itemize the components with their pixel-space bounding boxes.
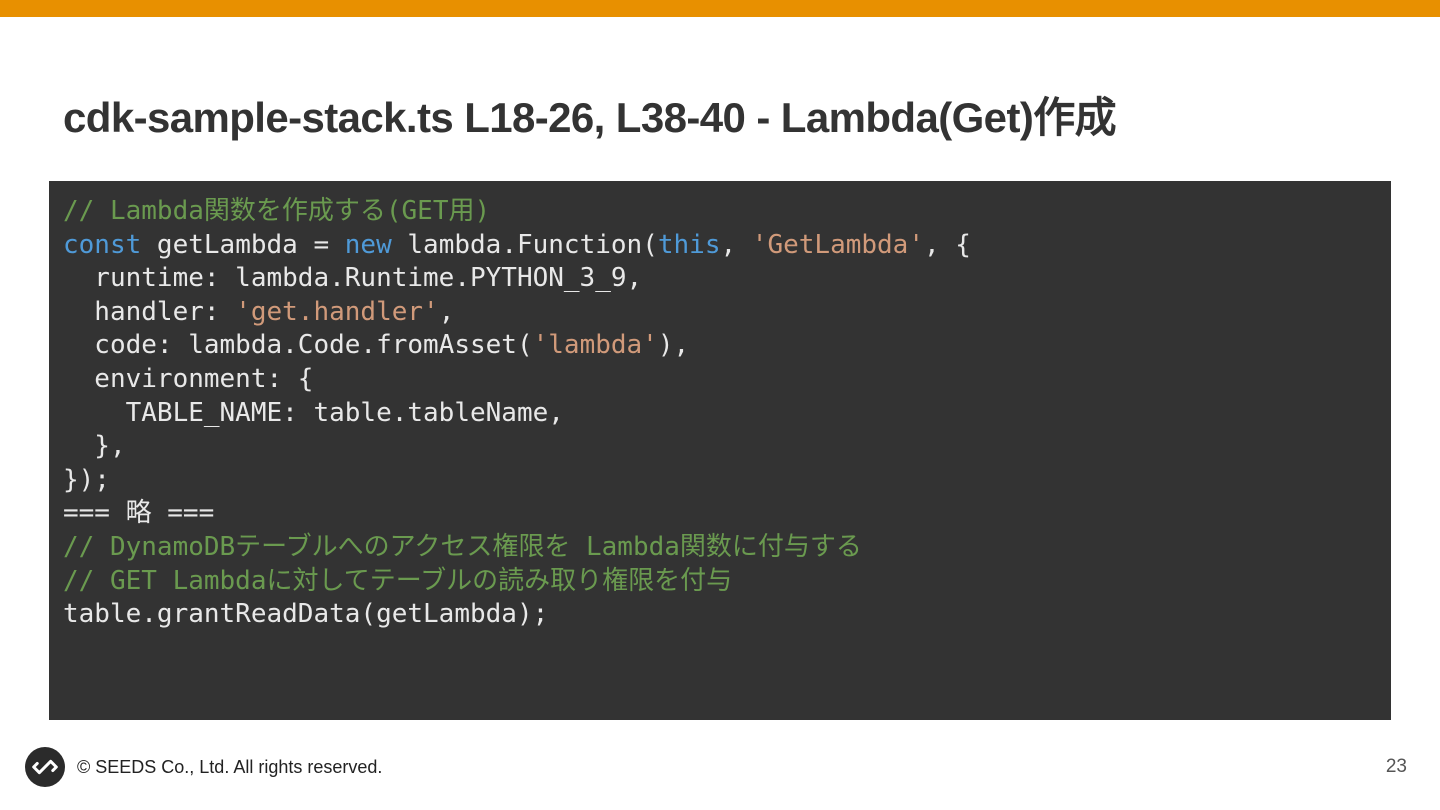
code-line: },: [63, 430, 1391, 464]
code-block: // Lambda関数を作成する(GET用)const getLambda = …: [49, 181, 1391, 720]
code-line: handler: 'get.handler',: [63, 296, 1391, 330]
code-token-plain: ),: [657, 330, 690, 361]
code-token-plain: , {: [923, 229, 971, 260]
page-number: 23: [1385, 756, 1407, 777]
code-token-plain: === 略 ===: [63, 498, 215, 529]
code-line: code: lambda.Code.fromAsset('lambda'),: [63, 329, 1391, 363]
code-line: // GET Lambdaに対してテーブルの読み取り権限を付与: [63, 565, 1391, 599]
code-token-plain: TABLE_NAME: table.tableName,: [63, 397, 564, 428]
code-line: runtime: lambda.Runtime.PYTHON_3_9,: [63, 262, 1391, 296]
code-line: const getLambda = new lambda.Function(th…: [63, 229, 1391, 263]
code-token-plain: environment: {: [63, 363, 314, 394]
code-line: environment: {: [63, 363, 1391, 397]
code-token-plain: code: lambda.Code.fromAsset(: [63, 330, 533, 361]
code-token-string: 'GetLambda': [751, 229, 924, 260]
slide-title: cdk-sample-stack.ts L18-26, L38-40 - Lam…: [63, 94, 1117, 141]
footer-copyright: © SEEDS Co., Ltd. All rights reserved.: [77, 757, 383, 777]
code-token-keyword: const: [63, 229, 142, 260]
code-token-string: 'get.handler': [235, 296, 439, 327]
code-token-keyword: this: [657, 229, 721, 260]
code-line: // DynamoDBテーブルへのアクセス権限を Lambda関数に付与する: [63, 531, 1391, 565]
code-token-plain: ,: [720, 229, 752, 260]
code-token-comment: // Lambda関数を作成する(GET用): [63, 196, 491, 226]
top-accent-bar: [0, 0, 1440, 17]
code-token-plain: });: [63, 464, 110, 495]
code-token-comment: // DynamoDBテーブルへのアクセス権限を Lambda関数に付与する: [63, 531, 862, 562]
code-line: });: [63, 464, 1391, 498]
seeds-logo-icon: [25, 747, 65, 787]
code-line: // Lambda関数を作成する(GET用): [63, 195, 1391, 229]
code-token-plain: ,: [438, 296, 455, 327]
code-token-keyword: new: [344, 229, 392, 260]
code-line: === 略 ===: [63, 497, 1391, 531]
code-token-plain: getLambda =: [141, 229, 345, 260]
code-token-plain: },: [63, 431, 126, 462]
code-token-plain: runtime: lambda.Runtime.PYTHON_3_9,: [63, 263, 643, 294]
code-token-comment: // GET Lambdaに対してテーブルの読み取り権限を付与: [63, 565, 733, 596]
code-token-plain: handler:: [63, 296, 236, 327]
code-token-string: 'lambda': [532, 330, 658, 361]
code-line: table.grantReadData(getLambda);: [63, 598, 1391, 632]
code-line: TABLE_NAME: table.tableName,: [63, 397, 1391, 431]
code-token-plain: table.grantReadData(getLambda);: [63, 599, 549, 630]
code-token-plain: lambda.Function(: [391, 229, 658, 260]
